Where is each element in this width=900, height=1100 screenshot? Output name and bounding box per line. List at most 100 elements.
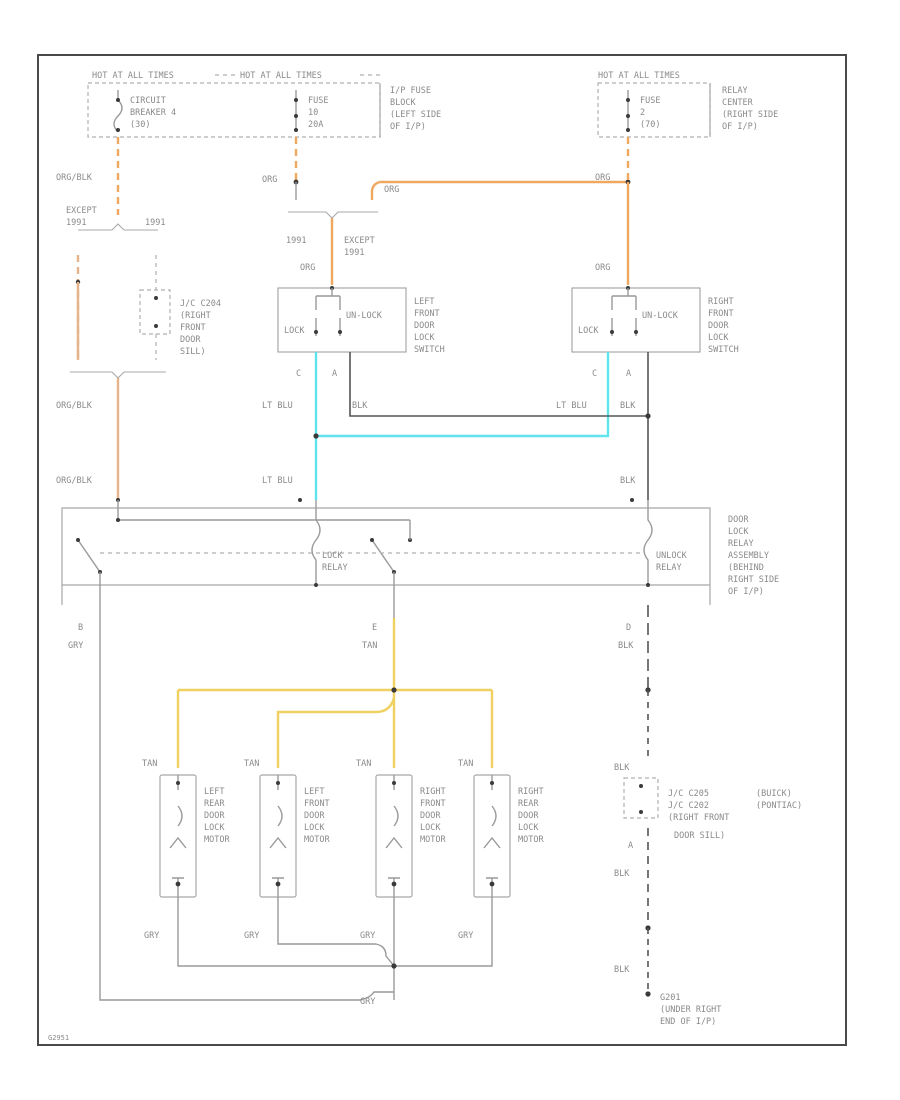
svg-text:DOOR: DOOR <box>518 811 539 821</box>
split-except-1: EXCEPT <box>66 206 97 216</box>
svg-text:BLK: BLK <box>614 763 630 773</box>
left-front-door-lock-switch: LOCK UN-LOCK LEFT FRONT DOOR LOCK SWITCH <box>277 286 445 355</box>
wire-blk-cross <box>349 352 648 417</box>
fuse1-line1: FUSE <box>308 96 328 106</box>
svg-text:ORG/BLK: ORG/BLK <box>56 401 93 411</box>
svg-text:FRONT: FRONT <box>420 799 446 809</box>
svg-text:MOTOR: MOTOR <box>304 835 330 845</box>
svg-text:TAN: TAN <box>244 759 259 769</box>
jc-c205: J/C C205 J/C C202 (RIGHT FRONT DOOR SILL… <box>623 777 802 841</box>
svg-text:(LEFT SIDE: (LEFT SIDE <box>390 110 441 120</box>
svg-text:LOCK: LOCK <box>284 326 305 336</box>
svg-text:J/C C205: J/C C205 <box>668 789 709 799</box>
wire-gry-motors <box>177 897 493 1000</box>
ip-fuse-block-label: I/P FUSE BLOCK (LEFT SIDE OF I/P) <box>390 86 441 132</box>
svg-text:LT BLU: LT BLU <box>262 476 293 486</box>
svg-text:ASSEMBLY: ASSEMBLY <box>728 551 769 561</box>
svg-text:BLK: BLK <box>614 965 630 975</box>
wire-org-relay-to-switch <box>370 180 628 200</box>
svg-text:(BEHIND: (BEHIND <box>728 563 764 573</box>
svg-text:1991: 1991 <box>344 248 364 258</box>
svg-text:LOCK: LOCK <box>204 823 225 833</box>
svg-text:LOCK: LOCK <box>518 823 539 833</box>
jc-c204: J/C C204 (RIGHT FRONT DOOR SILL) <box>139 255 221 360</box>
svg-text:DOOR: DOOR <box>708 321 729 331</box>
svg-text:DOOR: DOOR <box>204 811 225 821</box>
ground-g201: G201 (UNDER RIGHT END OF I/P) <box>660 993 721 1027</box>
svg-text:RELAY: RELAY <box>656 563 682 573</box>
svg-text:MOTOR: MOTOR <box>204 835 230 845</box>
svg-text:UNLOCK: UNLOCK <box>656 551 688 561</box>
svg-text:LEFT: LEFT <box>204 787 224 797</box>
svg-text:BLOCK: BLOCK <box>390 98 416 108</box>
svg-text:SWITCH: SWITCH <box>708 345 739 355</box>
svg-text:BLK: BLK <box>620 401 636 411</box>
svg-text:ORG: ORG <box>595 263 610 273</box>
svg-text:FRONT: FRONT <box>708 309 734 319</box>
svg-text:BLK: BLK <box>618 641 634 651</box>
svg-text:LT BLU: LT BLU <box>262 401 293 411</box>
svg-text:A: A <box>332 369 337 379</box>
svg-text:RELAY: RELAY <box>722 86 748 96</box>
svg-text:J/C C204: J/C C204 <box>180 299 221 309</box>
svg-text:MOTOR: MOTOR <box>518 835 544 845</box>
svg-text:EXCEPT: EXCEPT <box>344 236 375 246</box>
svg-text:G201: G201 <box>660 993 680 1003</box>
relay-center-dashed <box>597 82 711 138</box>
svg-text:DOOR: DOOR <box>728 515 749 525</box>
svg-text:C: C <box>296 369 301 379</box>
svg-text:UN-LOCK: UN-LOCK <box>346 311 383 321</box>
svg-text:RIGHT: RIGHT <box>708 297 734 307</box>
svg-text:OF I/P): OF I/P) <box>390 122 426 132</box>
svg-text:RIGHT: RIGHT <box>420 787 446 797</box>
svg-text:FRONT: FRONT <box>304 799 330 809</box>
svg-text:DOOR: DOOR <box>420 811 441 821</box>
svg-text:LEFT: LEFT <box>414 297 434 307</box>
svg-text:REAR: REAR <box>518 799 539 809</box>
svg-text:TAN: TAN <box>356 759 371 769</box>
svg-text:GRY: GRY <box>458 931 473 941</box>
svg-text:A: A <box>626 369 631 379</box>
svg-text:(RIGHT: (RIGHT <box>180 311 211 321</box>
relay-center-label: RELAY CENTER (RIGHT SIDE OF I/P) <box>722 86 778 132</box>
wire-label-org-blk-1: ORG/BLK <box>56 173 93 183</box>
svg-text:(PONTIAC): (PONTIAC) <box>756 801 802 811</box>
right-front-door-lock-motor: RIGHT FRONT DOOR LOCK MOTOR <box>375 774 446 898</box>
svg-text:LT BLU: LT BLU <box>556 401 587 411</box>
svg-text:RELAY: RELAY <box>322 563 348 573</box>
svg-text:BLK: BLK <box>614 869 630 879</box>
svg-text:(70): (70) <box>640 120 660 130</box>
svg-text:LEFT: LEFT <box>304 787 324 797</box>
svg-text:(BUICK): (BUICK) <box>756 789 792 799</box>
fuse-2: FUSE 2 (70) <box>626 90 660 132</box>
svg-text:LOCK: LOCK <box>304 823 325 833</box>
svg-text:OF I/P): OF I/P) <box>728 587 764 597</box>
svg-text:B: B <box>78 623 83 633</box>
svg-text:DOOR: DOOR <box>304 811 325 821</box>
svg-text:A: A <box>628 841 633 851</box>
split-1991-a: 1991 <box>145 218 165 228</box>
svg-text:REAR: REAR <box>204 799 225 809</box>
svg-text:J/C C202: J/C C202 <box>668 801 709 811</box>
fuse1-line2: 10 <box>308 108 318 118</box>
svg-text:DOOR: DOOR <box>414 321 435 331</box>
svg-text:LOCK: LOCK <box>322 551 343 561</box>
svg-text:ORG: ORG <box>262 175 277 185</box>
cb-line2: BREAKER 4 <box>130 108 176 118</box>
svg-text:UN-LOCK: UN-LOCK <box>642 311 679 321</box>
svg-text:ORG: ORG <box>300 263 315 273</box>
svg-text:ORG/BLK: ORG/BLK <box>56 476 93 486</box>
wire-lt-blu-cross <box>316 352 610 438</box>
svg-text:ORG: ORG <box>595 173 610 183</box>
svg-text:LOCK: LOCK <box>708 333 729 343</box>
split-except-1b: 1991 <box>66 218 86 228</box>
svg-text:BLK: BLK <box>620 476 636 486</box>
wire-gry-relay-b <box>99 605 394 1001</box>
left-front-door-lock-motor: LEFT FRONT DOOR LOCK MOTOR <box>259 774 330 898</box>
svg-text:TAN: TAN <box>458 759 473 769</box>
svg-text:LOCK: LOCK <box>414 333 435 343</box>
svg-text:D: D <box>626 623 631 633</box>
svg-text:C: C <box>592 369 597 379</box>
svg-text:OF I/P): OF I/P) <box>722 122 758 132</box>
